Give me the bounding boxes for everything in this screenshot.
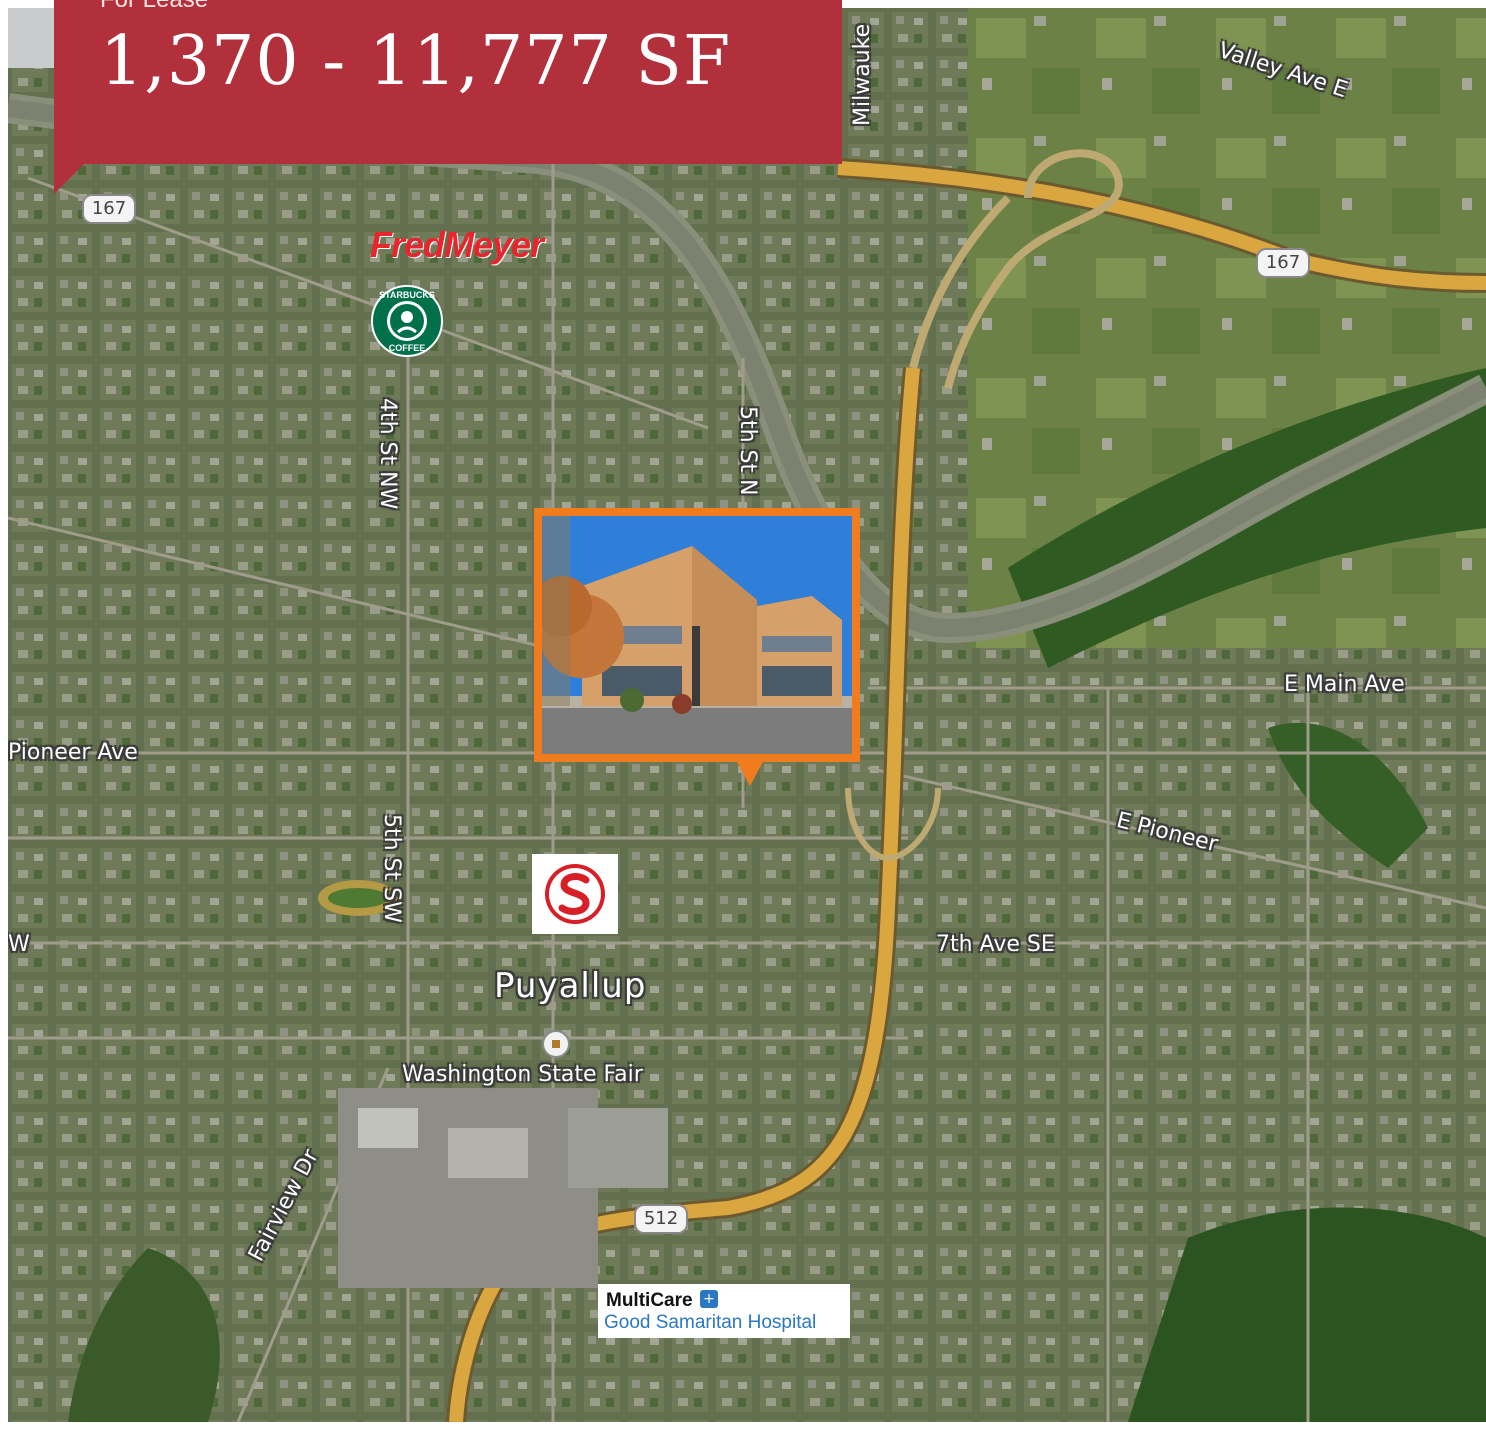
starbucks-top-text: STARBUCKS xyxy=(379,290,435,300)
property-photo xyxy=(542,516,852,754)
label-4th-st-nw: 4th St NW xyxy=(375,398,400,510)
banner-subtitle: For Lease xyxy=(100,0,208,14)
highway-shield-512: 512 xyxy=(634,1204,688,1234)
safeway-logo xyxy=(532,854,618,934)
safeway-s-icon xyxy=(545,864,605,924)
highway-shield-167-west: 167 xyxy=(82,194,136,224)
for-lease-banner: For Lease 1,370 - 11,777 SF xyxy=(54,0,842,164)
banner-title: 1,370 - 11,777 SF xyxy=(100,22,732,101)
fairgrounds-pin-icon[interactable] xyxy=(542,1030,570,1058)
label-w-fragment: W xyxy=(8,932,30,957)
building-photo-image xyxy=(542,516,852,754)
label-pioneer-ave: Pioneer Ave xyxy=(8,740,138,765)
label-washington-state-fair: Washington State Fair xyxy=(402,1062,643,1087)
multicare-name: MultiCare xyxy=(606,1290,693,1311)
label-5th-st-n: 5th St N xyxy=(735,406,760,496)
photo-pointer xyxy=(736,760,764,786)
banner-fold xyxy=(54,160,88,194)
highway-shield-167-east: 167 xyxy=(1256,248,1310,278)
starbucks-bottom-text: COFFEE xyxy=(389,343,426,353)
starbucks-logo: STARBUCKS COFFEE xyxy=(371,285,443,357)
good-samaritan-name: Good Samaritan Hospital xyxy=(604,1312,817,1333)
property-photo-frame[interactable] xyxy=(534,508,860,762)
label-puyallup: Puyallup xyxy=(494,966,647,1006)
label-e-main-ave: E Main Ave xyxy=(1284,672,1405,697)
medical-cross-icon: + xyxy=(700,1290,718,1308)
label-5th-st-sw: 5th St SW xyxy=(379,814,404,923)
fred-meyer-logo: FredMeyer xyxy=(370,224,544,265)
label-7th-ave-se: 7th Ave SE xyxy=(936,932,1055,957)
label-milwaukee: Milwauke xyxy=(850,23,875,126)
multicare-logo: MultiCare + Good Samaritan Hospital xyxy=(598,1284,850,1338)
